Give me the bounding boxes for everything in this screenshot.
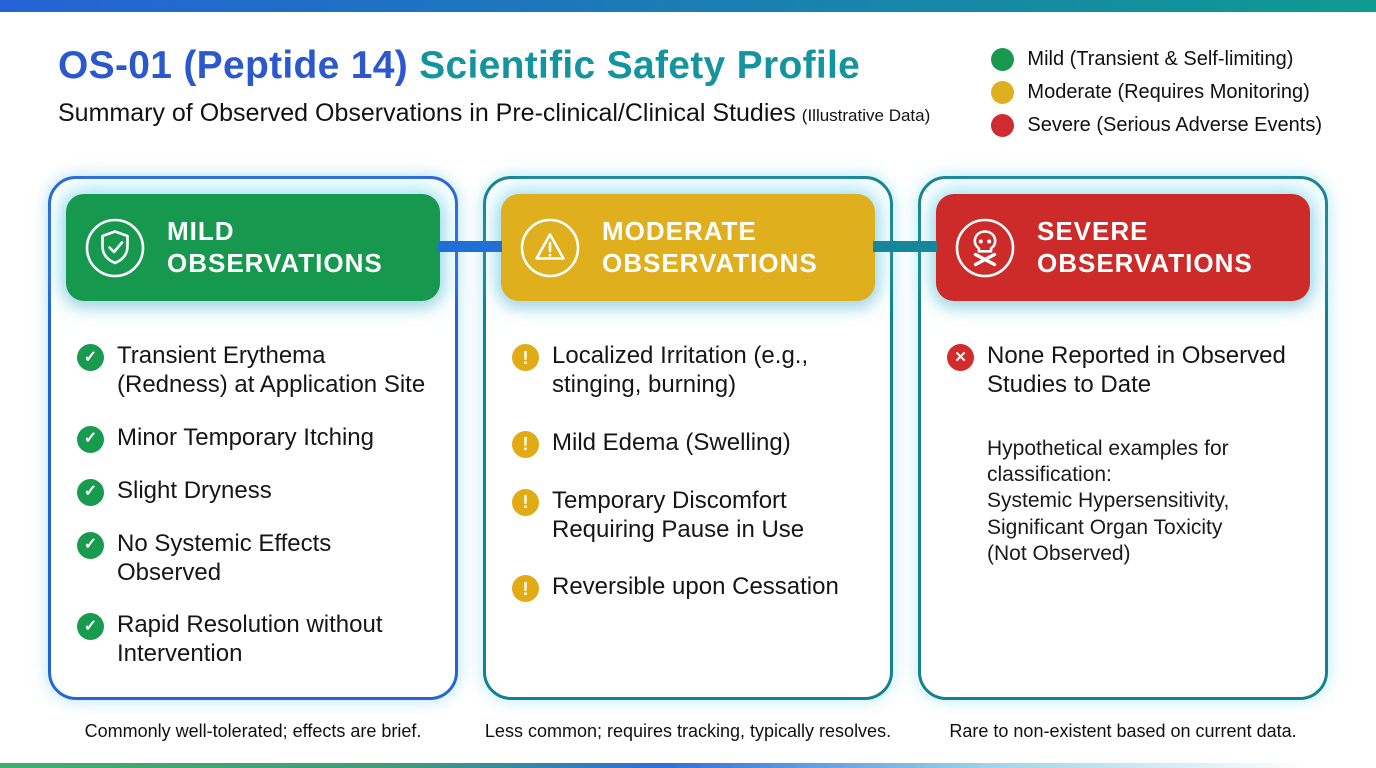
- moderate-card-title: MODERATE OBSERVATIONS: [602, 216, 818, 278]
- exclamation-circle-icon: !: [512, 575, 539, 603]
- severe-item-text: None Reported in Observed Studies to Dat…: [987, 342, 1286, 399]
- moderate-item-text: Mild Edema (Swelling): [552, 428, 791, 456]
- exclamation-circle-icon: !: [512, 344, 539, 371]
- severe-card-header: SEVERE OBSERVATIONS: [936, 194, 1310, 301]
- mild-item-text: No Systemic Effects Observed: [117, 529, 332, 586]
- card-captions: Commonly well-tolerated; effects are bri…: [48, 721, 1328, 742]
- moderate-title-line2: OBSERVATIONS: [602, 247, 818, 278]
- list-item: ! Temporary Discomfort Requiring Pause i…: [512, 486, 870, 545]
- list-item: ! Reversible upon Cessation: [512, 572, 870, 603]
- legend-row-mild: Mild (Transient & Self-limiting): [991, 48, 1322, 71]
- check-circle-icon: ✓: [77, 344, 104, 371]
- mild-item-text: Slight Dryness: [117, 476, 272, 504]
- legend-label-mild: Mild (Transient & Self-limiting): [1027, 48, 1294, 70]
- severe-title-line1: SEVERE: [1037, 216, 1149, 247]
- check-circle-icon: ✓: [77, 531, 104, 559]
- list-item: ✓ Slight Dryness: [77, 476, 435, 506]
- legend-row-moderate: Moderate (Requires Monitoring): [991, 81, 1322, 104]
- severity-legend: Mild (Transient & Self-limiting) Moderat…: [991, 48, 1322, 137]
- page-subtitle-text: Summary of Observed Observations in Pre-…: [58, 99, 796, 127]
- list-item: ! Localized Irritation (e.g., stinging, …: [512, 341, 870, 400]
- list-item: ! Mild Edema (Swelling): [512, 428, 870, 458]
- exclamation-circle-icon: !: [512, 488, 539, 516]
- connector-moderate-severe: [873, 241, 937, 252]
- check-circle-icon: ✓: [77, 425, 104, 453]
- warning-triangle-icon: [518, 216, 582, 280]
- moderate-item-list: ! Localized Irritation (e.g., stinging, …: [486, 316, 890, 603]
- exclamation-circle-icon: !: [512, 430, 539, 458]
- x-circle-icon: ✕: [947, 344, 974, 371]
- moderate-observations-card: MODERATE OBSERVATIONS ! Localized Irrita…: [483, 176, 893, 700]
- moderate-title-line1: MODERATE: [602, 216, 757, 247]
- moderate-caption: Less common; requires tracking, typicall…: [484, 721, 892, 741]
- shield-check-icon: [83, 216, 147, 280]
- moderate-item-text: Reversible upon Cessation: [552, 573, 839, 601]
- moderate-dot-icon: [991, 81, 1015, 104]
- page-subtitle: Summary of Observed Observations in Pre-…: [58, 99, 930, 128]
- connector-mild-moderate: [438, 241, 502, 252]
- page-title-suffix: Scientific Safety Profile: [408, 44, 861, 87]
- severe-title-line2: OBSERVATIONS: [1037, 247, 1253, 278]
- page-title: OS-01 (Peptide 14) Scientific Safety Pro…: [58, 44, 860, 88]
- severe-caption: Rare to non-existent based on current da…: [949, 721, 1297, 741]
- mild-card-header: MILD OBSERVATIONS: [66, 194, 440, 301]
- severe-observations-card: SEVERE OBSERVATIONS ✕ None Reported in O…: [918, 176, 1328, 700]
- top-accent-bar: [0, 0, 1376, 12]
- mild-item-text: Transient Erythema (Redness) at Applicat…: [117, 342, 426, 399]
- observation-cards: MILD OBSERVATIONS ✓ Transient Erythema (…: [48, 176, 1328, 700]
- check-circle-icon: ✓: [77, 613, 104, 641]
- moderate-item-text: Temporary Discomfort Requiring Pause in …: [552, 486, 805, 543]
- mild-dot-icon: [991, 48, 1015, 71]
- mild-title-line1: MILD: [167, 216, 235, 247]
- mild-item-list: ✓ Transient Erythema (Redness) at Applic…: [51, 316, 455, 669]
- mild-caption: Commonly well-tolerated; effects are bri…: [84, 721, 422, 741]
- list-item: ✕ None Reported in Observed Studies to D…: [947, 341, 1305, 400]
- skull-crossbones-icon: [953, 216, 1017, 280]
- moderate-item-text: Localized Irritation (e.g., stinging, bu…: [552, 342, 809, 399]
- legend-row-severe: Severe (Serious Adverse Events): [991, 114, 1322, 137]
- legend-label-moderate: Moderate (Requires Monitoring): [1027, 81, 1310, 103]
- severe-card-title: SEVERE OBSERVATIONS: [1037, 216, 1253, 278]
- mild-title-line2: OBSERVATIONS: [167, 247, 383, 278]
- mild-item-text: Rapid Resolution without Intervention: [117, 611, 383, 668]
- list-item: ✓ Minor Temporary Itching: [77, 423, 435, 453]
- list-item: ✓ No Systemic Effects Observed: [77, 529, 435, 588]
- mild-card-title: MILD OBSERVATIONS: [167, 216, 383, 278]
- mild-item-text: Minor Temporary Itching: [117, 423, 374, 451]
- bottom-accent-bar: [0, 763, 1376, 768]
- list-item: ✓ Rapid Resolution without Intervention: [77, 610, 435, 669]
- check-circle-icon: ✓: [77, 478, 104, 506]
- page-title-product: OS-01 (Peptide 14): [58, 44, 409, 87]
- severe-item-list: ✕ None Reported in Observed Studies to D…: [921, 316, 1325, 400]
- list-item: ✓ Transient Erythema (Redness) at Applic…: [77, 341, 435, 400]
- legend-label-severe: Severe (Serious Adverse Events): [1027, 114, 1322, 136]
- severe-hypothetical-note: Hypothetical examples for classification…: [987, 436, 1230, 566]
- severe-dot-icon: [991, 114, 1015, 137]
- page-subtitle-note: (Illustrative Data): [801, 106, 931, 125]
- mild-observations-card: MILD OBSERVATIONS ✓ Transient Erythema (…: [48, 176, 458, 700]
- moderate-card-header: MODERATE OBSERVATIONS: [501, 194, 875, 301]
